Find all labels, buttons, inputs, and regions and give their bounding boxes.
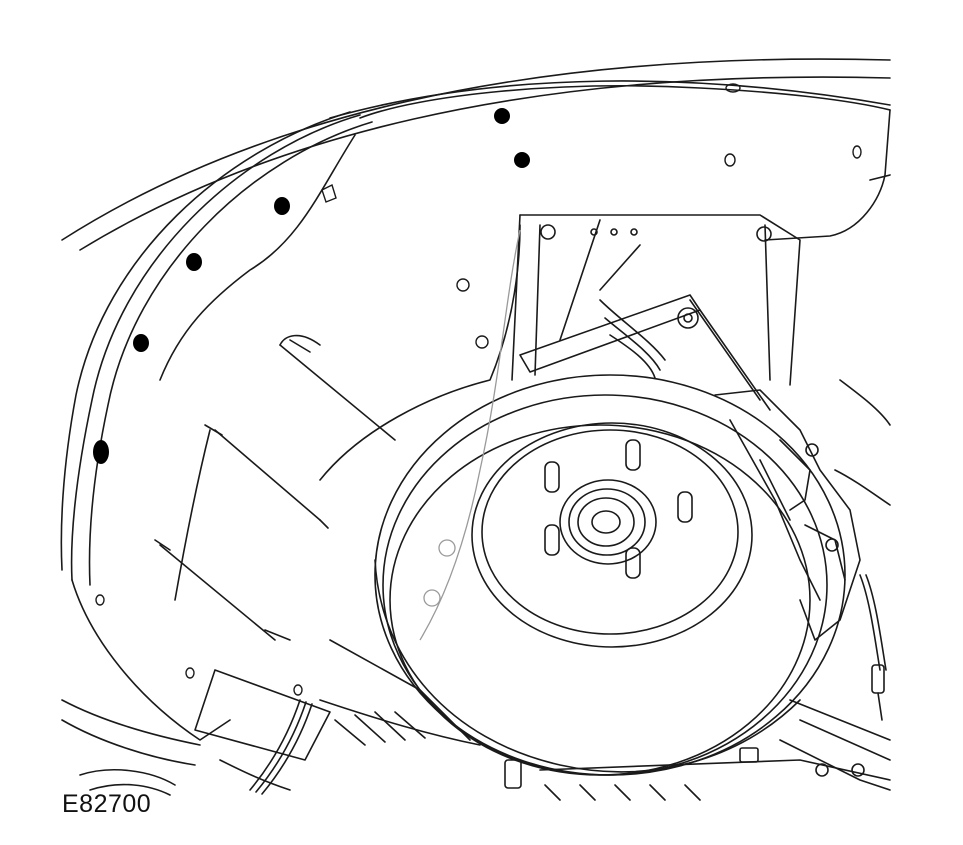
fastener-marker [494, 108, 510, 124]
liner-hidden-outline [419, 229, 521, 641]
fastener-marker [274, 197, 290, 215]
brake-hose [859, 574, 887, 721]
lower-subframe [319, 639, 891, 801]
figure-reference-label: E82700 [62, 790, 152, 818]
suspension-strut [511, 214, 801, 411]
fastener-markers [93, 108, 530, 464]
liner-lower-flap [61, 669, 331, 796]
wheel-arch-liner-edge [60, 111, 373, 586]
brake-disc-assembly [374, 374, 846, 776]
body-right-edge [834, 174, 891, 506]
fastener-marker [93, 440, 109, 464]
fastener-marker [186, 253, 202, 271]
fastener-marker [514, 152, 530, 168]
liner-mounting-holes [95, 83, 862, 696]
brake-caliper [714, 389, 861, 641]
wheel-studs [544, 439, 693, 579]
body-panel-outline [61, 58, 891, 251]
fastener-marker [133, 334, 149, 352]
wheel-arch-liner-panel [71, 85, 891, 741]
wiring-harness [219, 699, 313, 795]
